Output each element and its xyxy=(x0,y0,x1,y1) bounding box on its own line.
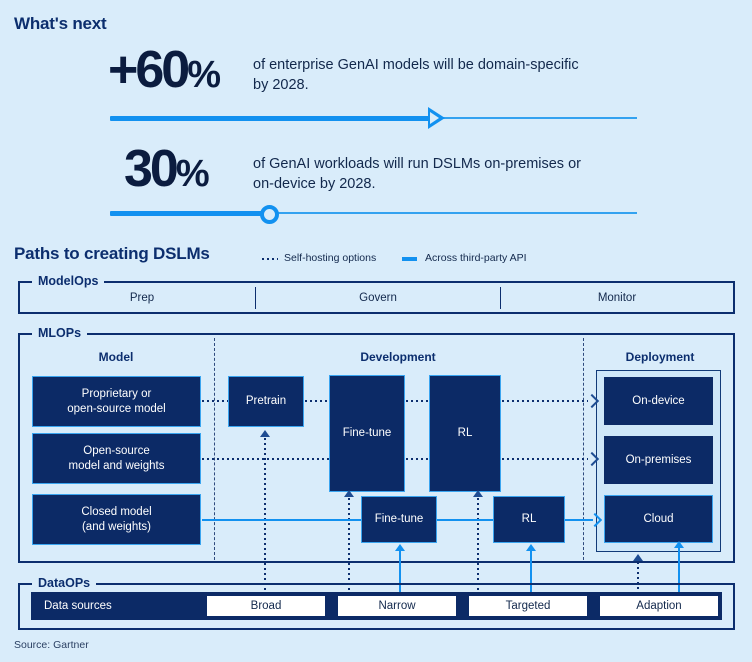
dataops-row-label: Data sources xyxy=(44,600,112,612)
connector-finetune-to-rl-top-2 xyxy=(406,458,429,460)
modelops-label: ModelOps xyxy=(32,274,105,288)
mlops-column-deployment: Deployment xyxy=(625,350,695,364)
arrow-up-icon-finetune xyxy=(344,490,354,497)
node-on-device[interactable]: On-device xyxy=(604,377,713,425)
stat-2-bar-track xyxy=(110,212,637,214)
mlops-label: MLOPs xyxy=(32,326,88,340)
source-note: Source: Gartner xyxy=(14,639,89,651)
stat-2-description: of GenAI workloads will run DSLMs on-pre… xyxy=(253,156,581,192)
stat-1-description: of enterprise GenAI models will be domai… xyxy=(253,57,579,93)
dataops-label: DataOPs xyxy=(32,576,97,590)
node-cloud[interactable]: Cloud xyxy=(604,495,713,543)
connector-rl-to-on-device xyxy=(502,400,588,402)
mlops-divider-1 xyxy=(214,338,215,560)
arrow-up-icon-deployment xyxy=(633,554,643,561)
node-line-2: open-source model xyxy=(67,402,166,415)
riser-adaption-to-deployment xyxy=(637,562,639,595)
node-rl-bottom[interactable]: RL xyxy=(493,496,565,543)
modelops-divider-2 xyxy=(500,287,501,309)
arrow-up-icon-solid-targeted xyxy=(526,544,536,551)
mlops-divider-2 xyxy=(583,338,584,560)
node-open-source-model-and-weights[interactable]: Open-source model and weights xyxy=(32,433,201,484)
node-fine-tune-bottom[interactable]: Fine-tune xyxy=(361,496,437,543)
arrow-up-icon-pretrain xyxy=(260,430,270,437)
solid-line-icon xyxy=(402,257,417,261)
modelops-cell-monitor: Monitor xyxy=(597,291,637,304)
node-pretrain[interactable]: Pretrain xyxy=(228,376,304,427)
riser-broad-to-pretrain xyxy=(264,438,266,595)
legend-label-self-hosting: Self-hosting options xyxy=(284,252,377,264)
riser-solid-narrow xyxy=(399,551,401,595)
stat-2-bar-fill xyxy=(110,210,268,216)
stat-2-knob-handle[interactable] xyxy=(260,205,279,224)
connector-finetune-to-rl-bottom xyxy=(437,519,493,521)
node-closed-model-and-weights[interactable]: Closed model (and weights) xyxy=(32,494,201,545)
node-line-1: Proprietary or xyxy=(81,387,152,400)
riser-narrow-to-finetune xyxy=(348,498,350,595)
arrow-up-icon-rl xyxy=(473,490,483,497)
node-fine-tune-top[interactable]: Fine-tune xyxy=(329,375,405,492)
modelops-divider-1 xyxy=(255,287,256,309)
data-chip-broad[interactable]: Broad xyxy=(206,595,326,617)
mlops-group xyxy=(18,333,735,563)
node-line-2: model and weights xyxy=(68,459,165,472)
connector-rl-to-cloud xyxy=(565,519,593,521)
connector-pretrain-to-finetune xyxy=(305,400,329,402)
data-chip-adaption[interactable]: Adaption xyxy=(599,595,719,617)
legend-item-self-hosting: Self-hosting options xyxy=(262,252,376,264)
legend-label-third-party-api: Across third-party API xyxy=(425,252,527,264)
arrow-up-icon-solid-adaption xyxy=(674,541,684,548)
stat-1-value: +60 xyxy=(108,41,190,99)
dotted-line-icon xyxy=(262,258,278,260)
stat-1-percent: % xyxy=(187,54,221,96)
whats-next-heading: What's next xyxy=(14,14,107,33)
stat-2-value: 30 xyxy=(124,140,179,198)
riser-solid-targeted xyxy=(530,551,532,595)
riser-solid-adaption xyxy=(678,546,680,595)
node-line-2: (and weights) xyxy=(81,520,152,533)
data-chip-targeted[interactable]: Targeted xyxy=(468,595,588,617)
node-rl-top[interactable]: RL xyxy=(429,375,501,492)
stat-1-number: +60% xyxy=(108,41,221,101)
stat-1-bar-fill xyxy=(110,115,433,121)
mlops-column-model: Model xyxy=(98,350,134,364)
modelops-group xyxy=(18,281,735,314)
modelops-cell-govern: Govern xyxy=(359,291,397,304)
connector-model1-to-pretrain xyxy=(202,400,228,402)
stat-1-arrow-inner-icon xyxy=(430,112,439,124)
paths-heading: Paths to creating DSLMs xyxy=(14,244,210,263)
node-on-premises[interactable]: On-premises xyxy=(604,436,713,484)
modelops-cell-prep: Prep xyxy=(129,291,155,304)
stat-2-percent: % xyxy=(175,153,210,195)
riser-targeted-to-rl xyxy=(477,498,479,595)
connector-rl-to-on-premises xyxy=(502,458,588,460)
node-line-1: Closed model xyxy=(81,505,152,518)
connector-finetune-to-rl-top xyxy=(406,400,429,402)
stat-2-number: 30% xyxy=(124,140,210,200)
data-chip-narrow[interactable]: Narrow xyxy=(337,595,457,617)
dataops-group xyxy=(18,583,735,630)
arrow-up-icon-solid-narrow xyxy=(395,544,405,551)
node-proprietary-or-open-source-model[interactable]: Proprietary or open-source model xyxy=(32,376,201,427)
node-line-1: Open-source xyxy=(83,444,150,457)
legend-item-third-party-api: Across third-party API xyxy=(402,252,527,264)
mlops-column-development: Development xyxy=(360,350,436,364)
connector-closed-model-to-finetune xyxy=(202,519,361,521)
